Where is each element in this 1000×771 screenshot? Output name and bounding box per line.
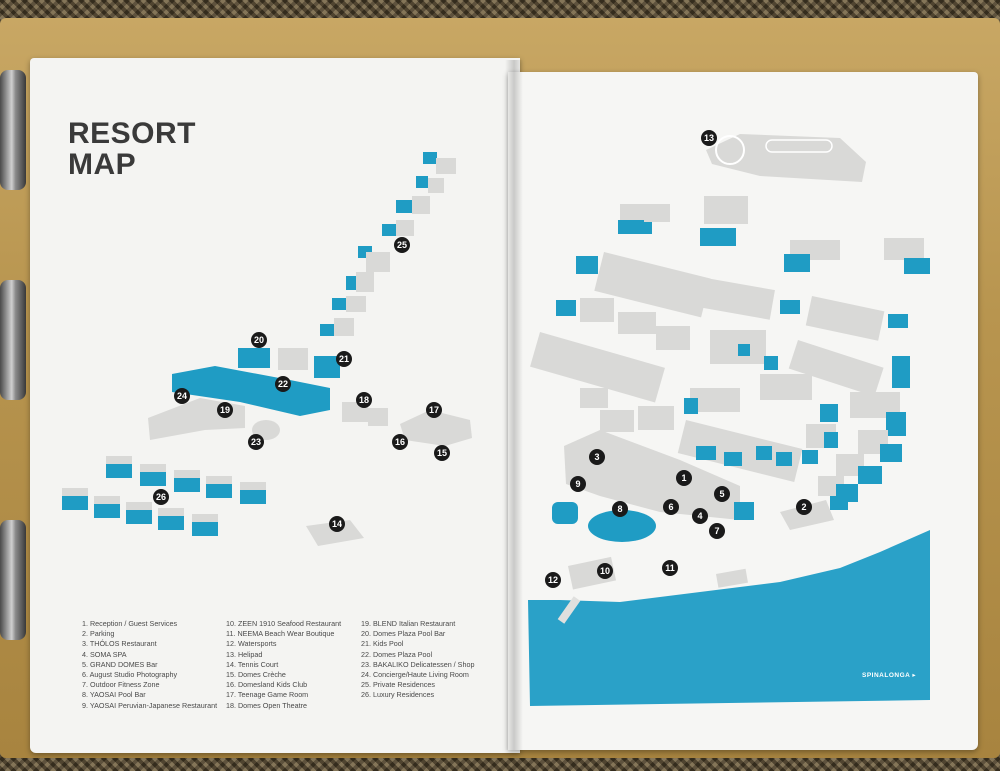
marker-5: 5 bbox=[714, 486, 730, 502]
svg-text:24: 24 bbox=[177, 391, 187, 401]
legend-item: 22. Domes Plaza Pool bbox=[361, 649, 433, 659]
svg-text:1: 1 bbox=[681, 473, 686, 483]
legend-item: 25. Private Residences bbox=[361, 680, 435, 690]
legend-item: 11. NEEMA Beach Wear Boutique bbox=[226, 629, 335, 639]
binder-ring bbox=[0, 520, 26, 640]
marker-19: 19 bbox=[217, 402, 233, 418]
marker-3: 3 bbox=[589, 449, 605, 465]
marker-26: 26 bbox=[153, 489, 169, 505]
svg-text:17: 17 bbox=[429, 405, 439, 415]
svg-text:20: 20 bbox=[254, 335, 264, 345]
legend-item: 23. BAKALIKO Delicatessen / Shop bbox=[361, 659, 475, 669]
legend-item: 18. Domes Open Theatre bbox=[226, 700, 307, 710]
private-residences-group bbox=[320, 152, 456, 336]
marker-11: 11 bbox=[662, 560, 678, 576]
svg-text:25: 25 bbox=[397, 240, 407, 250]
marker-22: 22 bbox=[275, 376, 291, 392]
svg-text:11: 11 bbox=[665, 563, 675, 573]
legend-item: 13. Helipad bbox=[226, 649, 263, 659]
binder-ring bbox=[0, 70, 26, 190]
legend-item: 5. GRAND DOMES Bar bbox=[82, 659, 158, 669]
svg-text:5: 5 bbox=[719, 489, 724, 499]
legend-column-2: 10. ZEEN 1910 Seafood Restaurant 11. NEE… bbox=[226, 619, 341, 711]
marker-20: 20 bbox=[251, 332, 267, 348]
legend-item: 19. BLEND Italian Restaurant bbox=[361, 619, 456, 628]
binder-ring bbox=[0, 280, 26, 400]
legend-column-3: 19. BLEND Italian Restaurant 20. Domes P… bbox=[361, 619, 474, 701]
spinalonga-label: SPINALONGA ▸ bbox=[862, 672, 917, 679]
svg-text:13: 13 bbox=[704, 133, 714, 143]
residence-clusters bbox=[530, 196, 930, 590]
svg-text:18: 18 bbox=[359, 395, 369, 405]
legend-item: 15. Domes Crèche bbox=[226, 670, 286, 680]
legend-item: 20. Domes Plaza Pool Bar bbox=[361, 629, 446, 639]
marker-4: 4 bbox=[692, 508, 708, 524]
marker-23: 23 bbox=[248, 434, 264, 450]
legend-item: 10. ZEEN 1910 Seafood Restaurant bbox=[226, 619, 342, 628]
svg-text:26: 26 bbox=[156, 492, 166, 502]
svg-text:23: 23 bbox=[251, 437, 261, 447]
legend-item: 7. Outdoor Fitness Zone bbox=[82, 680, 160, 690]
svg-text:22: 22 bbox=[278, 379, 288, 389]
marker-1: 1 bbox=[676, 470, 692, 486]
marker-8: 8 bbox=[612, 501, 628, 517]
marker-12: 12 bbox=[545, 572, 561, 588]
svg-text:8: 8 bbox=[617, 504, 622, 514]
svg-text:15: 15 bbox=[437, 448, 447, 458]
marker-13: 13 bbox=[701, 130, 717, 146]
legend-item: 21. Kids Pool bbox=[361, 639, 404, 649]
legend-item: 12. Watersports bbox=[226, 639, 277, 649]
legend-item: 4. SOMA SPA bbox=[82, 649, 127, 659]
legend-item: 24. Concierge/Haute Living Room bbox=[361, 670, 469, 680]
marker-2: 2 bbox=[796, 499, 812, 515]
legend-item: 17. Teenage Game Room bbox=[226, 690, 309, 700]
sea-area bbox=[528, 530, 930, 706]
svg-text:21: 21 bbox=[339, 354, 349, 364]
marker-9: 9 bbox=[570, 476, 586, 492]
marker-14: 14 bbox=[329, 516, 345, 532]
marker-15: 15 bbox=[434, 445, 450, 461]
legend-item: 9. YAOSAI Peruvian-Japanese Restaurant bbox=[82, 700, 218, 710]
svg-text:2: 2 bbox=[801, 502, 806, 512]
page-crease bbox=[505, 60, 523, 750]
helipad bbox=[706, 134, 866, 182]
svg-text:4: 4 bbox=[697, 511, 702, 521]
marker-6: 6 bbox=[663, 499, 679, 515]
legend-item: 2. Parking bbox=[82, 629, 115, 639]
svg-text:9: 9 bbox=[575, 479, 580, 489]
marker-18: 18 bbox=[356, 392, 372, 408]
legend-item: 6. August Studio Photography bbox=[82, 670, 178, 680]
marker-21: 21 bbox=[336, 351, 352, 367]
svg-text:14: 14 bbox=[332, 519, 342, 529]
legend-item: 1. Reception / Guest Services bbox=[82, 619, 178, 628]
marker-16: 16 bbox=[392, 434, 408, 450]
map-markers: 1 2 3 4 5 6 7 8 9 10 11 12 13 14 15 16 1… bbox=[153, 130, 812, 588]
legend-item: 8. YAOSAI Pool Bar bbox=[82, 690, 146, 700]
legend-column-1: 1. Reception / Guest Services 2. Parking… bbox=[82, 619, 217, 711]
svg-text:16: 16 bbox=[395, 437, 405, 447]
page-title: RESORT MAP bbox=[68, 118, 218, 180]
svg-text:10: 10 bbox=[600, 566, 610, 576]
tennis-court bbox=[306, 520, 364, 546]
title-line-1: RESORT bbox=[68, 117, 197, 150]
marker-17: 17 bbox=[426, 402, 442, 418]
marker-24: 24 bbox=[174, 388, 190, 404]
marker-10: 10 bbox=[597, 563, 613, 579]
svg-text:7: 7 bbox=[714, 526, 719, 536]
legend-item: 3. THÓLOS Restaurant bbox=[82, 639, 157, 649]
svg-text:6: 6 bbox=[668, 502, 673, 512]
legend-item: 26. Luxury Residences bbox=[361, 690, 435, 700]
svg-text:3: 3 bbox=[594, 452, 599, 462]
luxury-residences-group bbox=[62, 456, 266, 536]
marker-7: 7 bbox=[709, 523, 725, 539]
legend-item: 14. Tennis Court bbox=[226, 659, 279, 669]
svg-text:19: 19 bbox=[220, 405, 230, 415]
jetty bbox=[557, 596, 581, 624]
plaza-complex bbox=[148, 348, 472, 446]
legend-item: 16. Domesland Kids Club bbox=[226, 680, 308, 690]
svg-text:12: 12 bbox=[548, 575, 558, 585]
marker-25: 25 bbox=[394, 237, 410, 253]
title-line-2: MAP bbox=[68, 148, 137, 181]
